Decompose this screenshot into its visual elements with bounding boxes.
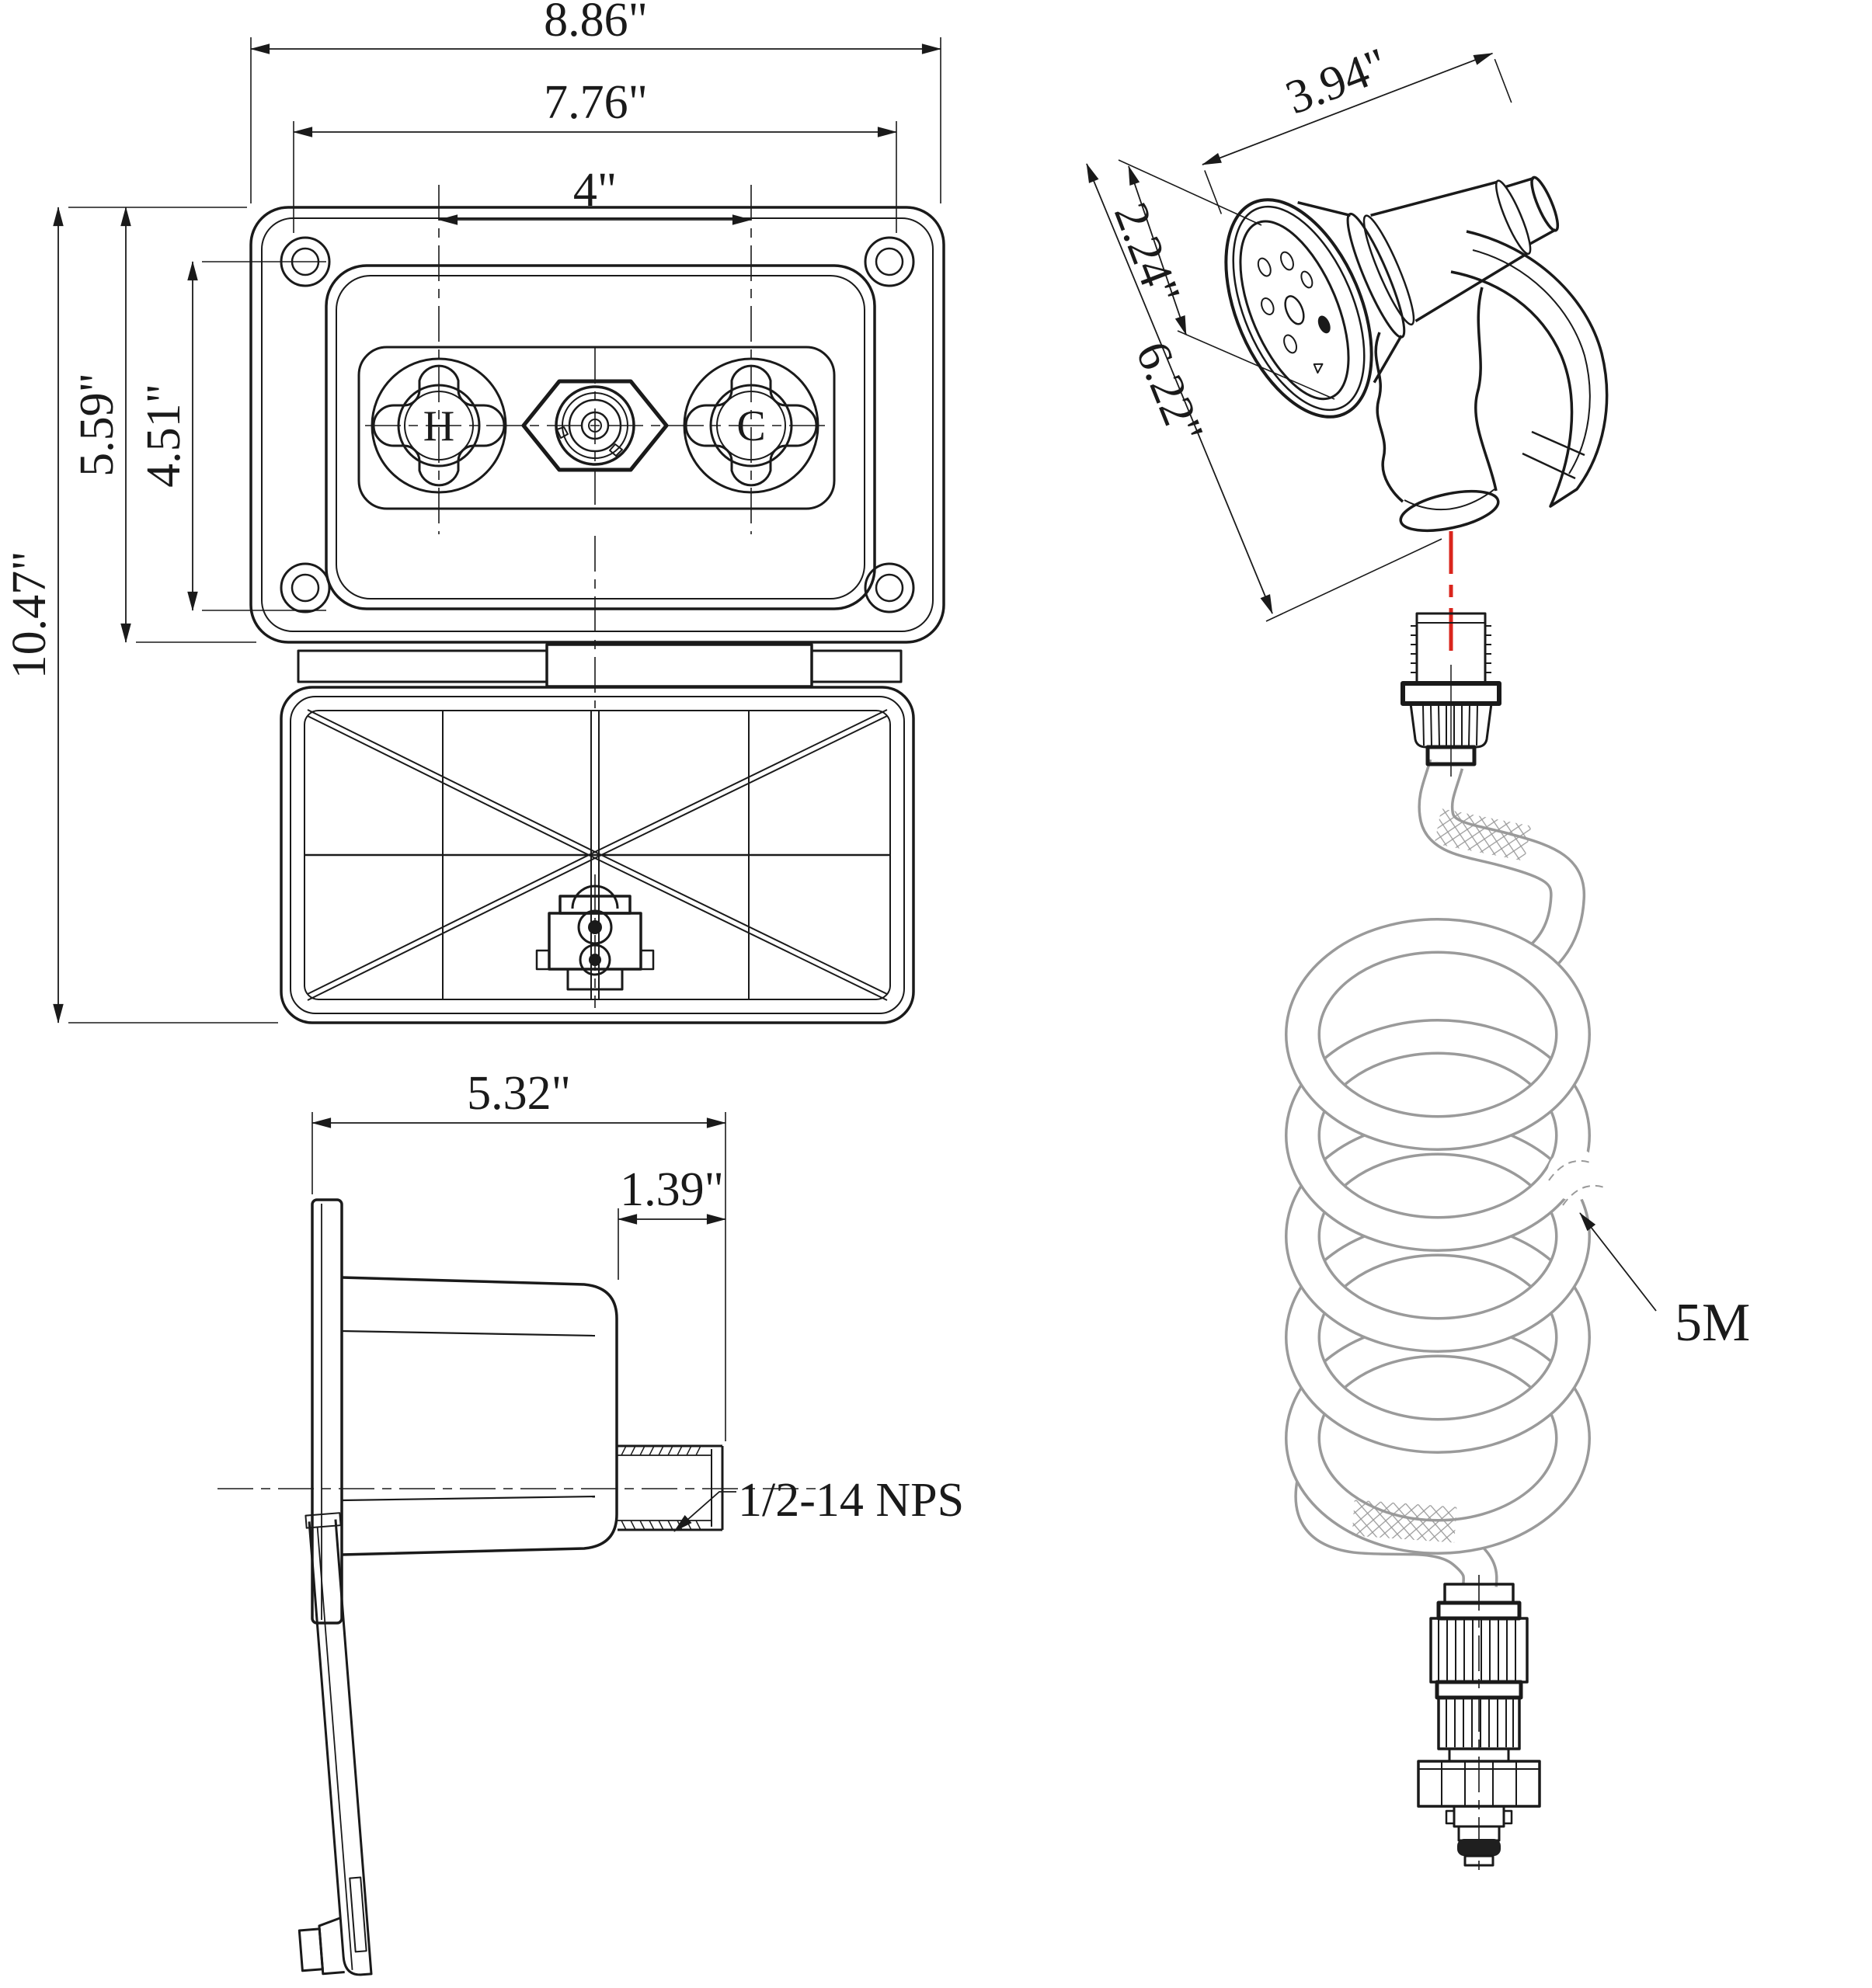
gun-rear-cap — [1530, 176, 1560, 232]
hose-mesh-patch-bottom — [1352, 1500, 1457, 1543]
thread-spec-label: 1/2-14 NPS — [738, 1474, 964, 1527]
dim-label-width-total: 8.86" — [544, 0, 648, 47]
dim-label-nipple: 1.39" — [620, 1163, 724, 1216]
mount-flange — [311, 1198, 343, 1625]
dim-label-height-box: 5.59" — [71, 373, 124, 477]
dim-height-total: 10.47" — [3, 207, 278, 1024]
male-knurl-ribs — [1422, 704, 1478, 746]
lid-outer-edge — [280, 686, 915, 1024]
dim-label-depth: 5.32" — [467, 1067, 571, 1120]
hose-view: 5M — [1285, 612, 1750, 1873]
thread-spec-callout: 1/2-14 NPS — [673, 1474, 964, 1532]
dim-depth-total: 5.32" — [311, 1067, 726, 1441]
corner-screws — [280, 236, 915, 613]
grip-bottom-cap — [1399, 489, 1500, 533]
dim-width-inner: 7.76" — [293, 76, 897, 233]
female-connector — [1417, 1575, 1541, 1873]
spray-gun-head — [1224, 176, 1560, 419]
cold-knob-letter: C — [736, 402, 765, 450]
gun-body — [1297, 176, 1560, 384]
box-body-side — [340, 1276, 618, 1556]
spray-face — [1239, 220, 1350, 401]
cover-box: H C — [249, 206, 945, 708]
hose-length-label: 5M — [1675, 1293, 1750, 1353]
dim-label-gun-length: 3.94" — [1279, 38, 1394, 124]
hot-knob: H — [371, 357, 507, 494]
lid-panel — [280, 686, 915, 1024]
dim-width-total: 8.86" — [250, 0, 941, 203]
hex-valve — [521, 379, 669, 472]
latch — [535, 874, 655, 1008]
dim-height-panel: 4.51" — [137, 261, 326, 611]
front-view: 8.86" 7.76" 4" 10.47" 5.59" — [3, 0, 945, 1024]
cover-inner-edge — [261, 217, 934, 632]
cold-knob: C — [683, 357, 819, 494]
dim-label-height-panel: 4.51" — [137, 384, 190, 488]
dim-label-head: 2.24" — [1104, 196, 1190, 311]
female-knurl-lower-ribs — [1446, 1699, 1514, 1747]
panel-outer-edge — [325, 264, 876, 610]
male-bottom-band — [1425, 745, 1477, 766]
lid-inner-edge — [290, 696, 905, 1014]
nozzle-holes — [1257, 251, 1331, 374]
side-view: 5.32" 1.39" — [217, 1067, 964, 1976]
sprayer-view: 3.94" 2.24" 6.22" — [1086, 38, 1609, 662]
cover-outer-edge — [249, 206, 945, 644]
dim-gun-length: 3.94" — [1202, 38, 1512, 214]
hose-length-callout: 5M — [1579, 1212, 1750, 1353]
adapter-oring — [1457, 1839, 1501, 1856]
female-knurl-upper-ribs — [1438, 1620, 1516, 1680]
gun-trigger — [1450, 230, 1609, 508]
male-thread-ticks — [1411, 625, 1491, 673]
gun-grip — [1374, 287, 1500, 533]
hose-break-mark — [1547, 1148, 1607, 1206]
coil-hose — [1285, 759, 1607, 1587]
thread-ticks — [621, 1445, 701, 1531]
dim-nipple-length: 1.39" — [618, 1163, 726, 1280]
dim-label-height-total: 10.47" — [3, 551, 56, 679]
dim-label-knob-spacing: 4" — [573, 164, 617, 217]
panel-inner-edge — [336, 275, 865, 600]
hinge — [297, 643, 903, 688]
lid-rib-grid — [304, 709, 890, 1001]
male-connector — [1401, 612, 1501, 777]
dim-label-width-inner: 7.76" — [544, 76, 648, 129]
lid-open-side — [298, 1512, 373, 1976]
threaded-nipple — [618, 1444, 724, 1531]
dim-height-box: 5.59" — [71, 207, 256, 643]
hot-knob-letter: H — [423, 402, 454, 450]
control-recess — [357, 346, 836, 510]
dim-label-body: 6.22" — [1126, 335, 1213, 451]
hose-mesh-patch-top — [1434, 808, 1532, 861]
